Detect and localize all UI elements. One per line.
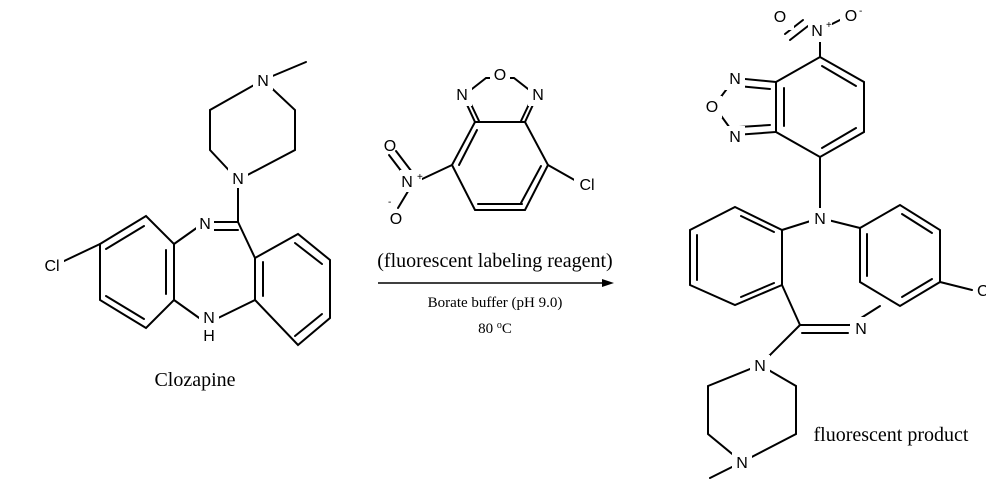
reagent-caption: (fluorescent labeling reagent) [377,250,612,272]
product-oxadiazole-n-bottom: N [729,129,741,146]
clozapine-piperazine [209,78,296,182]
product-piperazine-n1: N [754,358,766,375]
reagent-benzene-ring [450,121,550,211]
reagent-nitro-o-top: O [384,138,396,155]
product-piperazine-n2: N [736,455,748,472]
product-nitro-o-right: O [845,8,857,25]
product-oxadiazole-oxygen: O [706,99,718,116]
product-nitrobenzene-ring [775,55,865,159]
product-piperazine [707,363,797,464]
product-nitro-o-left: O [774,9,786,26]
clozapine-label: Clozapine [154,369,235,391]
product-chlorine-partial: C [977,283,986,300]
reagent-chlorine: Cl [579,177,594,194]
clozapine-piperazine-n2: N [257,73,269,90]
condition-temperature: 80 oC [478,320,512,338]
product-left-benzo-ring [689,205,783,307]
reagent-n-right: N [532,87,544,104]
product-central-n: N [814,211,826,228]
clozapine-piperazine-n1: N [232,171,244,188]
condition-buffer: Borate buffer (pH 9.0) [428,295,563,311]
clozapine-chlorine: Cl [44,258,59,275]
clozapine-imine-n: N [199,216,211,233]
product-plus-charge: + [826,20,832,31]
reagent-plus-charge: + [417,172,423,183]
reagent-oxygen: O [494,67,506,84]
product-structure: N O N N + O O - N N C N N [689,6,986,479]
product-chloro-ring [859,203,941,308]
clozapine-amine-n: N [203,310,215,327]
clozapine-benzo-ring [254,232,331,347]
reagent-n-left: N [456,87,468,104]
clozapine-cl-bond [61,243,101,263]
reagent-nitro-o-bottom: O [390,211,402,228]
reagent-nitro-n: N [401,174,413,191]
product-imine-n: N [855,321,867,338]
clozapine-amine-h: H [203,328,215,345]
product-oxadiazole-n-top: N [729,71,741,88]
product-nitro-n: N [811,23,823,40]
clozapine-structure: N N N N H Cl [40,61,331,347]
reagent-structure: O N N Cl N + O - O [384,64,598,228]
clozapine-chloro-ring [99,214,175,330]
product-minus-charge: - [859,6,862,17]
product-label: fluorescent product [814,424,969,446]
reagent-minus-charge: - [388,197,391,208]
reaction-arrow [378,279,614,287]
